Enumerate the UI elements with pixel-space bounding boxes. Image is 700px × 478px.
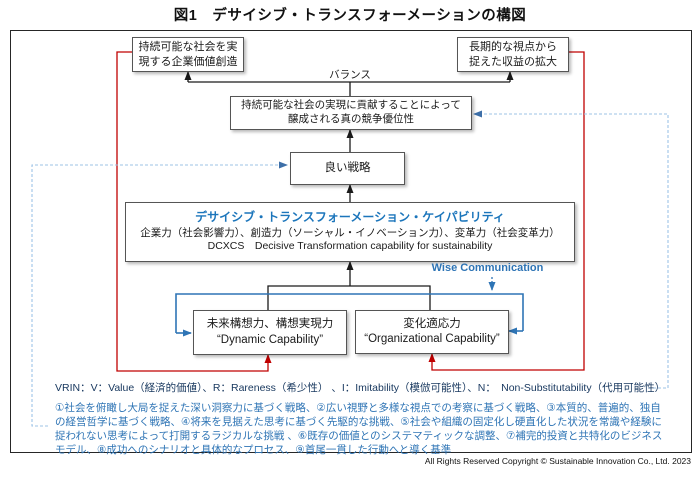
box-text: 醸成される真の競争優位性 xyxy=(288,113,414,125)
box-long-term-profit: 長期的な視点から 捉えた収益の拡大 xyxy=(457,37,569,72)
box-corporate-value-creation: 持続可能な社会を実 現する企業価値創造 xyxy=(132,37,244,72)
box-text: 未来構想力、構想実現力 xyxy=(206,318,334,331)
box-text: 捉えた収益の拡大 xyxy=(469,55,557,68)
box-text: “Organizational Capability” xyxy=(364,333,500,345)
wise-communication-label: Wise Communication xyxy=(431,262,544,274)
box-text: 長期的な視点から xyxy=(469,40,557,53)
box-text: 変化適応力 xyxy=(403,317,461,330)
box-text: 持続可能な社会を実 xyxy=(138,40,238,53)
box-dynamic-capability: 未来構想力、構想実現力 “Dynamic Capability” xyxy=(193,310,347,355)
box-text: “Dynamic Capability” xyxy=(216,333,324,346)
vrin-footnote: VRIN：V：Value（経済的価値）、R：Rareness（希少性） 、I：I… xyxy=(55,382,666,394)
copyright-text: All Rights Reserved Copyright © Sustaina… xyxy=(424,456,691,466)
numbered-footnote: ①社会を俯瞰し大局を捉えた深い洞察力に基づく戦略、②広い視野と多様な視点での考察… xyxy=(55,402,663,456)
box-text: 持続可能な社会の実現に貢献することによって xyxy=(241,99,461,112)
box-organizational-capability: 変化適応力 “Organizational Capability” xyxy=(355,310,509,354)
dcxcs-title: デサイシブ・トランスフォーメーション・ケイパビリティ xyxy=(195,209,505,224)
page-title: 図1 デサイシブ・トランスフォーメーションの構図 xyxy=(173,8,527,24)
box-text: 良い戦略 xyxy=(324,161,371,174)
box-competitive-advantage: 持続可能な社会の実現に貢献することによって 醸成される真の競争優位性 xyxy=(230,96,472,130)
box-good-strategy: 良い戦略 xyxy=(290,152,405,185)
balance-label: バランス xyxy=(329,69,371,81)
box-dcxcs-capability: デサイシブ・トランスフォーメーション・ケイパビリティ 企業力（社会影響力）、創造… xyxy=(125,202,575,262)
dcxcs-line2: 企業力（社会影響力）、創造力（ソーシャル・イノベーション力）、変革力（社会変革力… xyxy=(140,226,560,239)
dcxcs-line3: DCXCS Decisive Transformation capability… xyxy=(207,240,493,253)
box-text: 現する企業価値創造 xyxy=(138,55,238,68)
